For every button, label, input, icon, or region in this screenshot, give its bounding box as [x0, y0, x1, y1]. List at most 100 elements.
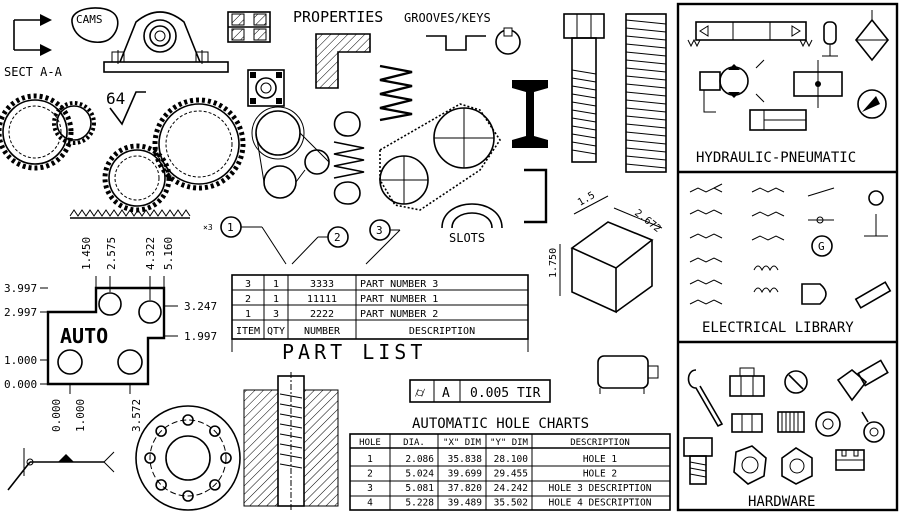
- hatched-section-icon[interactable]: [315, 33, 371, 89]
- hole-chart-cell: 24.242: [494, 483, 528, 494]
- part-list-cell: 3333: [310, 279, 334, 290]
- weld-symbol-icon[interactable]: [7, 448, 115, 491]
- bolt-hole: [209, 479, 221, 491]
- hex-nut-top-icon[interactable]: [733, 445, 767, 485]
- motor-icon[interactable]: [597, 355, 659, 394]
- dim-right-2: 1.997: [184, 330, 217, 343]
- channel-section-icon[interactable]: [524, 168, 548, 224]
- part-list-cell: 1: [273, 294, 279, 305]
- dim-left-3: 1.000: [4, 354, 37, 367]
- section-arrow-symbol[interactable]: SECT A-A: [4, 14, 63, 79]
- directional-valve-icon[interactable]: [793, 60, 843, 108]
- bearing-section-icon[interactable]: [227, 11, 271, 43]
- part-list-cell: 1: [273, 279, 279, 290]
- hole-chart-title: AUTOMATIC HOLE CHARTS: [412, 416, 589, 432]
- slotted-screw-head-icon[interactable]: [784, 370, 808, 394]
- dim-left-4: 0.000: [4, 378, 37, 391]
- cams-symbol[interactable]: CAMS: [71, 7, 119, 44]
- angle-symbol[interactable]: 64: [106, 89, 146, 126]
- feature-control-frame[interactable]: ⌭ A 0.005 TIR: [409, 379, 551, 403]
- hex-bolt-icon[interactable]: [563, 13, 605, 163]
- grooves-keys-label: GROOVES/KEYS: [404, 11, 491, 25]
- properties-label: PROPERTIES: [293, 8, 383, 26]
- part-list-cell: 11111: [307, 294, 337, 305]
- hole-chart-cell: 4: [367, 498, 373, 509]
- ball-bearing-icon[interactable]: [247, 69, 285, 107]
- dim-right-1: 3.247: [184, 300, 217, 313]
- i-beam-icon[interactable]: [512, 80, 548, 148]
- hole-chart-cell: 35.838: [448, 454, 483, 465]
- spur-gear-right[interactable]: [152, 97, 246, 191]
- tapped-hole-section-icon[interactable]: [243, 372, 339, 510]
- acorn-nut-icon[interactable]: [781, 447, 813, 485]
- lock-nut-icon[interactable]: [729, 367, 765, 397]
- threaded-rod-icon[interactable]: [625, 13, 667, 173]
- compression-spring-icon[interactable]: [379, 64, 413, 122]
- part-list-header: DESCRIPTION: [409, 326, 475, 337]
- fcf-datum: A: [442, 386, 450, 401]
- part-list-cell: 2: [245, 294, 251, 305]
- balloon-callouts[interactable]: ×3 1 2 3: [203, 216, 401, 265]
- fuse-icon[interactable]: [854, 281, 892, 309]
- bolt-hole: [155, 479, 167, 491]
- dimensioned-cube-icon[interactable]: 1.5 2.672 1.750: [548, 190, 663, 314]
- hole-chart-cell: 28.100: [494, 454, 529, 465]
- bolt-circle-flange-icon[interactable]: [135, 405, 241, 511]
- dim-top-4: 5.160: [162, 237, 175, 270]
- hole-chart-cell: HOLE 2: [583, 469, 617, 480]
- auto-dimension-labels: 1.450 2.575 4.322 5.160 3.997 2.997 1.00…: [4, 237, 217, 432]
- fcf-value: 0.005 TIR: [470, 386, 541, 401]
- dim-bottom-3: 3.572: [130, 399, 143, 432]
- slot-icon[interactable]: SLOTS: [441, 203, 503, 245]
- knurled-knob-icon[interactable]: [777, 411, 805, 433]
- part-list-cell: 2222: [310, 309, 334, 320]
- bolt-hole: [144, 452, 156, 464]
- electrical-switch-symbols[interactable]: [689, 183, 835, 305]
- hex-bolt-hardware-icon[interactable]: [683, 437, 713, 485]
- belt-pulley-icon[interactable]: [251, 106, 330, 199]
- hole-chart-header: DESCRIPTION: [570, 438, 630, 448]
- fcf-symbol: ⌭: [415, 385, 425, 401]
- auto-dimension-part[interactable]: AUTO: [40, 276, 178, 394]
- lamp-icon[interactable]: [864, 190, 888, 237]
- hydraulic-valve-icon[interactable]: [687, 21, 813, 48]
- balloon-1: 1: [227, 221, 234, 234]
- groove-profile-icon[interactable]: [426, 35, 486, 51]
- and-gate-icon[interactable]: [801, 283, 827, 305]
- washer-icon[interactable]: [815, 411, 841, 437]
- dim-bottom-1: 0.000: [50, 399, 63, 432]
- pressure-gauge-icon[interactable]: [822, 21, 838, 57]
- castle-nut-icon[interactable]: [835, 449, 865, 471]
- part-list-cell: 3: [245, 279, 251, 290]
- spur-gear-center[interactable]: [102, 143, 172, 213]
- eye-bolt-icon[interactable]: [861, 411, 885, 443]
- cylinder-icon[interactable]: [749, 109, 807, 131]
- generator-icon[interactable]: G: [811, 235, 833, 257]
- cube-dim-right: 2.672: [632, 208, 662, 235]
- hydraulic-motor-icon[interactable]: [857, 89, 887, 119]
- dim-bottom-2: 1.000: [74, 399, 87, 432]
- bolt-hole: [220, 452, 232, 464]
- pillow-block-icon[interactable]: [103, 11, 229, 73]
- spur-gear-small[interactable]: [52, 101, 96, 145]
- pump-motor-icon[interactable]: [699, 59, 765, 113]
- hole-chart-cell: 29.455: [494, 469, 528, 480]
- spur-gear-large[interactable]: [0, 93, 74, 171]
- cotter-pin-icon[interactable]: [687, 369, 724, 428]
- hex-cap-screw-icon[interactable]: [836, 359, 889, 402]
- hole-chart-cell: HOLE 4 DESCRIPTION: [549, 498, 652, 509]
- rack-gear-icon[interactable]: [69, 209, 191, 219]
- keyway-icon[interactable]: [495, 27, 521, 55]
- hole-chart-header: "Y" DIM: [490, 438, 529, 448]
- chain-sprocket-icon[interactable]: [379, 103, 501, 211]
- filter-icon[interactable]: [854, 10, 890, 62]
- extension-spring-icon[interactable]: [333, 111, 365, 205]
- nut-front-icon[interactable]: [731, 413, 763, 433]
- balloon-multiplier: ×3: [203, 223, 213, 232]
- hole-chart-header: DIA.: [403, 438, 425, 448]
- part-list-title: PART LIST: [282, 340, 426, 364]
- angle-label: 64: [106, 89, 125, 108]
- hole-chart-cell: HOLE 1: [583, 454, 618, 465]
